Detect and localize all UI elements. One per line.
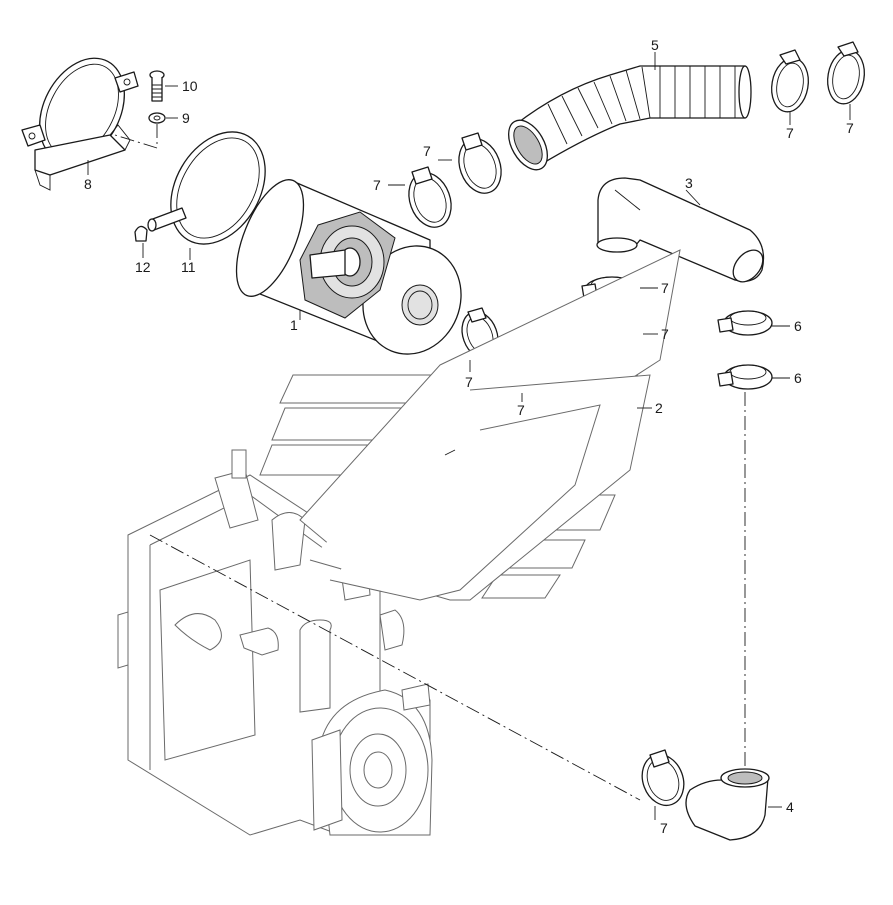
callout-1: 1 <box>290 317 298 333</box>
callout-9: 8 <box>84 176 92 192</box>
leader-lines <box>87 52 851 820</box>
engine-block <box>117 449 433 836</box>
bolt-part-11 <box>149 70 165 102</box>
callout-7-right-b: 7 <box>661 326 669 342</box>
corrugated-hose-part-5 <box>508 65 752 171</box>
hose-clamp-6-lower <box>717 364 773 390</box>
callout-2: 2 <box>655 400 663 416</box>
callout-7-right-a: 7 <box>661 280 669 296</box>
hose-clamp-6-upper <box>717 310 773 336</box>
callout-7-mid-left: 7 <box>465 374 473 390</box>
callout-11: 10 <box>182 78 198 94</box>
callout-7-mid-center: 7 <box>517 402 525 418</box>
hose-clamp-7-top-b <box>827 41 865 105</box>
lower-elbow-part-4 <box>685 768 770 841</box>
seal-part-13 <box>134 225 148 242</box>
callout-7-upper-b: 7 <box>373 177 381 193</box>
centerline-mark <box>444 449 456 456</box>
hose-clamp-7-upper-b <box>408 166 452 228</box>
centerline-gearbox-to-clamp-8 <box>149 534 641 801</box>
callout-5: 5 <box>651 37 659 53</box>
elbow-tube-part-3 <box>596 177 765 283</box>
callout-7-top-b: 7 <box>846 120 854 136</box>
callout-12: 11 <box>181 259 196 275</box>
washer-part-10 <box>148 112 166 124</box>
hose-clamp-part-8 <box>641 749 685 807</box>
callout-3: 3 <box>685 175 693 191</box>
assembly-line-9-10 <box>114 124 158 149</box>
manifold-panels <box>259 249 681 601</box>
callout-8: 7 <box>660 820 668 836</box>
callout-7-upper-a: 7 <box>423 143 431 159</box>
callout-4: 4 <box>786 799 794 815</box>
air-filter-housing-part-1 <box>235 179 462 355</box>
callout-6-lower: 6 <box>794 370 802 386</box>
clamp-ring-part-12 <box>147 131 266 245</box>
callout-13: 12 <box>135 259 151 275</box>
mounting-band-part-9 <box>21 57 139 191</box>
callout-7-top-a: 7 <box>786 125 794 141</box>
hose-clamp-7-upper-a <box>458 132 502 194</box>
callout-6-upper: 6 <box>794 318 802 334</box>
callout-10: 9 <box>182 110 190 126</box>
hose-clamp-7-top-a <box>771 49 809 113</box>
